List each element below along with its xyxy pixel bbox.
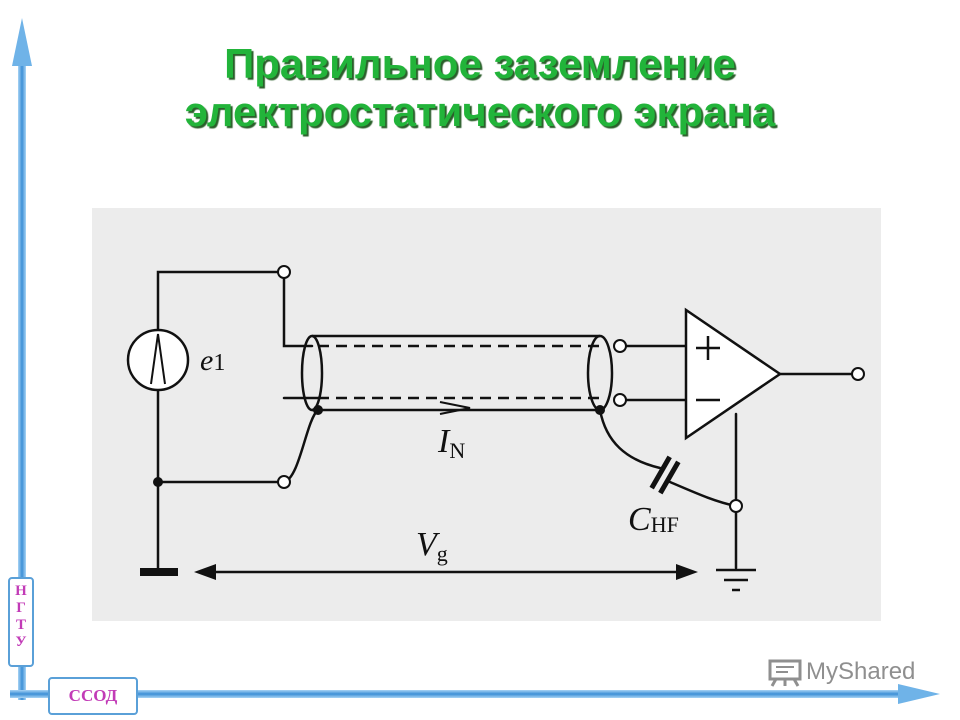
amp-plus-sign xyxy=(696,336,720,360)
slide-title: Правильное заземление электростатическог… xyxy=(0,40,960,136)
terminal-ground-right xyxy=(729,499,743,513)
junction-dot-right-shield xyxy=(595,405,605,415)
current-arrow xyxy=(439,401,471,415)
university-badge: Н Г Т У xyxy=(8,577,34,667)
diagram-panel xyxy=(92,208,881,621)
capacitor xyxy=(649,455,681,495)
badge-letter: Т xyxy=(15,617,26,633)
department-badge: ССОД xyxy=(48,677,138,715)
terminal-top-left xyxy=(277,265,291,279)
voltage-source xyxy=(126,328,190,392)
presentation-board-icon xyxy=(768,659,802,687)
watermark-logo: MyShared xyxy=(768,654,915,690)
ground-bar-left xyxy=(140,568,178,576)
terminal-output xyxy=(851,367,865,381)
badge-letter: У xyxy=(15,634,27,650)
label-voltage: Vg xyxy=(416,526,448,566)
horizontal-axis-arrow xyxy=(10,684,940,704)
terminal-amp-minus xyxy=(613,393,627,407)
vertical-axis-arrow xyxy=(12,18,32,700)
wire-shield-left xyxy=(282,408,320,484)
terminal-amp-plus xyxy=(613,339,627,353)
shielded-cable xyxy=(300,334,614,412)
wire-source-top xyxy=(156,270,286,332)
voltage-dimension-arrow xyxy=(194,564,698,580)
label-current: IN xyxy=(437,423,465,463)
wire-cap-to-ground xyxy=(668,480,738,508)
watermark-text: MyShared xyxy=(806,658,916,685)
label-e1: e1 xyxy=(200,344,225,377)
badge-letter: Г xyxy=(16,600,26,616)
wire-plus-in xyxy=(282,270,314,348)
ground-symbol-right xyxy=(716,568,756,592)
title-line-2: электростатического экрана xyxy=(184,88,776,135)
title-line-1: Правильное заземление xyxy=(224,40,736,87)
badge-letter: Н xyxy=(15,583,27,599)
amplifier xyxy=(684,307,783,441)
wire-source-bottom xyxy=(156,388,286,484)
junction-dot-left-shield xyxy=(313,405,323,415)
wire-shield-out xyxy=(598,408,662,470)
label-capacitance: CHF xyxy=(628,501,679,538)
junction-dot-source xyxy=(153,477,163,487)
terminal-bottom-left xyxy=(277,475,291,489)
